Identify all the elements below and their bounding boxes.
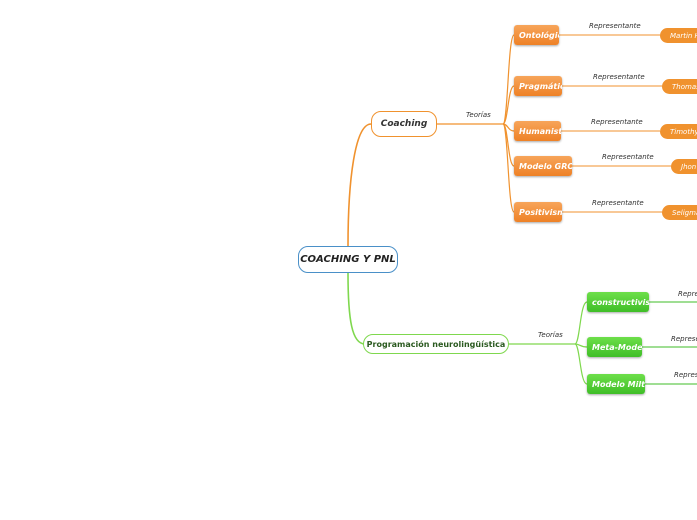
- person-positivismo[interactable]: Seligman: [662, 205, 697, 220]
- person-pragmatico[interactable]: Thomas: [662, 79, 697, 94]
- link-label-pragmatico: Representante: [593, 73, 645, 81]
- pnl-link-label: Teorías: [538, 331, 563, 339]
- theory-humanista[interactable]: Humanista: [514, 121, 561, 141]
- link-label-modelo-milton: Represe: [674, 371, 697, 379]
- link-label-constructivista: Repres: [678, 290, 697, 298]
- theory-pragmatico[interactable]: Pragmático: [514, 76, 562, 96]
- link-root-coaching: [347, 123, 372, 247]
- pnl-node[interactable]: Programación neurolingüística: [363, 334, 509, 354]
- coaching-node[interactable]: Coaching: [371, 111, 437, 137]
- theory-ontologico[interactable]: Ontológico: [514, 25, 559, 45]
- person-humanista[interactable]: Timothy: [660, 124, 697, 139]
- theory-constructivista[interactable]: constructivista: [587, 292, 649, 312]
- link-label-humanista: Representante: [591, 118, 643, 126]
- theory-modelo-grow[interactable]: Modelo GROW: [514, 156, 572, 176]
- link-root-pnl: [347, 272, 366, 345]
- root-node[interactable]: COACHING Y PNL: [298, 246, 398, 273]
- person-grow[interactable]: Jhon: [671, 159, 697, 174]
- coaching-link-label: Teorías: [466, 111, 491, 119]
- link-label-positivismo: Representante: [592, 199, 644, 207]
- theory-positivismo[interactable]: Positivismo: [514, 202, 562, 222]
- link-label-meta-modelo: Represe: [671, 335, 697, 343]
- theory-modelo-milton[interactable]: Modelo Milton: [587, 374, 645, 394]
- person-ontologico[interactable]: Martin H: [660, 28, 697, 43]
- theory-meta-modelo[interactable]: Meta-Modelo: [587, 337, 642, 357]
- link-label-ontologico: Representante: [589, 22, 641, 30]
- link-label-grow: Representante: [602, 153, 654, 161]
